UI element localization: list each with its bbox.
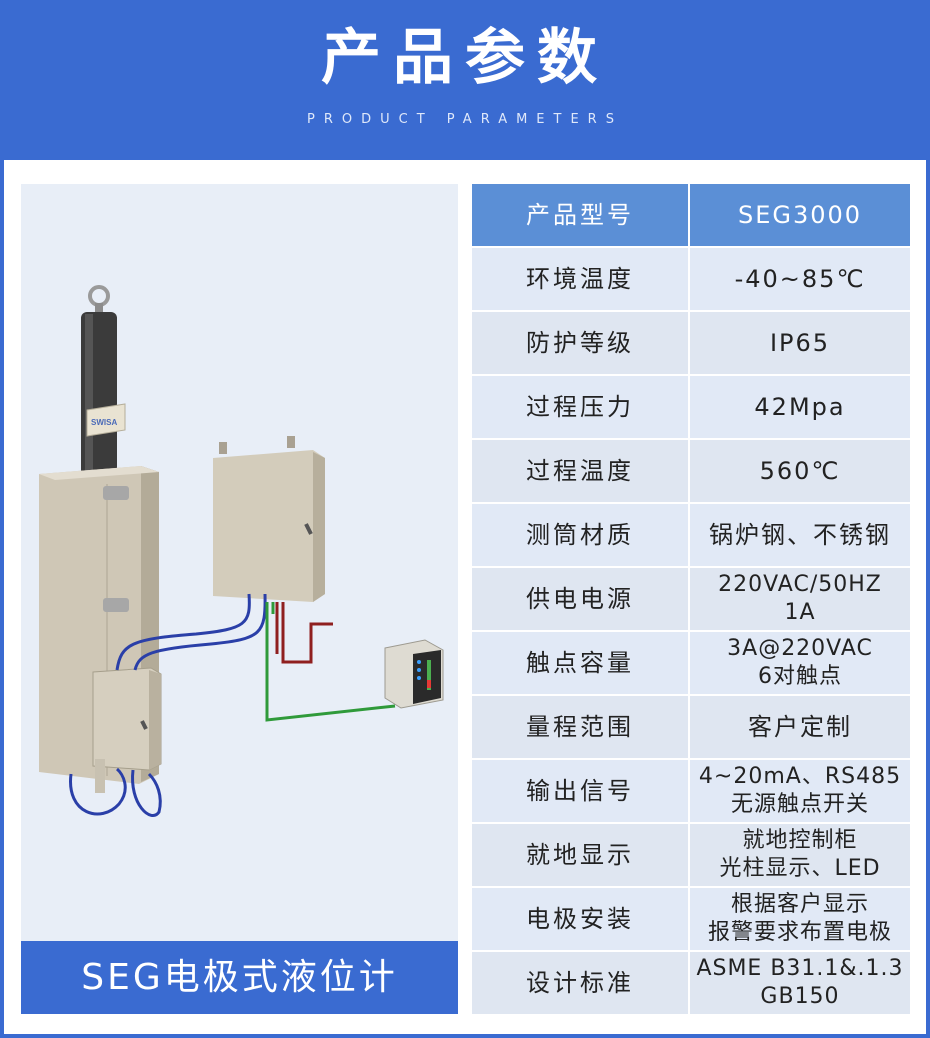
table-row: 产品型号 SEG3000 (472, 184, 910, 248)
param-value: 根据客户显示 报警要求布置电极 (690, 888, 910, 950)
table-row: 供电电源 220VAC/50HZ 1A (472, 568, 910, 632)
header: 产品参数 PRODUCT PARAMETERS (0, 0, 930, 160)
param-value: 锅炉钢、不锈钢 (690, 504, 910, 566)
param-label: 电极安装 (472, 888, 690, 950)
param-label: 过程压力 (472, 376, 690, 438)
table-row: 过程温度 560℃ (472, 440, 910, 504)
param-value: 就地控制柜 光柱显示、LED (690, 824, 910, 886)
param-label: 输出信号 (472, 760, 690, 822)
param-label: 测筒材质 (472, 504, 690, 566)
table-row: 量程范围 客户定制 (472, 696, 910, 760)
param-label: 供电电源 (472, 568, 690, 630)
param-value: -40~85℃ (690, 248, 910, 310)
param-value: ASME B31.1&.1.3 GB150 (690, 952, 910, 1014)
param-label: 量程范围 (472, 696, 690, 758)
product-logo: SWISA (91, 418, 117, 427)
table-row: 输出信号 4~20mA、RS485 无源触点开关 (472, 760, 910, 824)
param-value: 客户定制 (690, 696, 910, 758)
page-title: 产品参数 (321, 23, 609, 93)
param-value: IP65 (690, 312, 910, 374)
product-caption: SEG电极式液位计 (21, 941, 458, 1014)
param-value: 4~20mA、RS485 无源触点开关 (690, 760, 910, 822)
table-row: 环境温度 -40~85℃ (472, 248, 910, 312)
page-subtitle: PRODUCT PARAMETERS (307, 112, 623, 127)
param-label: 设计标准 (472, 952, 690, 1014)
level-gauge-illustration: SWISA (39, 285, 444, 817)
param-value: SEG3000 (690, 184, 910, 246)
table-row: 设计标准 ASME B31.1&.1.3 GB150 (472, 952, 910, 1014)
param-value: 220VAC/50HZ 1A (690, 568, 910, 630)
param-label: 触点容量 (472, 632, 690, 694)
param-value: 560℃ (690, 440, 910, 502)
param-label: 过程温度 (472, 440, 690, 502)
param-label: 就地显示 (472, 824, 690, 886)
table-row: 防护等级 IP65 (472, 312, 910, 376)
param-label: 产品型号 (472, 184, 690, 246)
param-value: 42Mpa (690, 376, 910, 438)
params-table: 产品型号 SEG3000 环境温度 -40~85℃ 防护等级 IP65 过程压力… (472, 184, 910, 1014)
param-label: 防护等级 (472, 312, 690, 374)
product-image: SWISA (21, 184, 458, 1014)
param-value: 3A@220VAC 6对触点 (690, 632, 910, 694)
table-row: 测筒材质 锅炉钢、不锈钢 (472, 504, 910, 568)
param-label: 环境温度 (472, 248, 690, 310)
table-row: 过程压力 42Mpa (472, 376, 910, 440)
table-row: 电极安装 根据客户显示 报警要求布置电极 (472, 888, 910, 952)
table-row: 触点容量 3A@220VAC 6对触点 (472, 632, 910, 696)
table-row: 就地显示 就地控制柜 光柱显示、LED (472, 824, 910, 888)
